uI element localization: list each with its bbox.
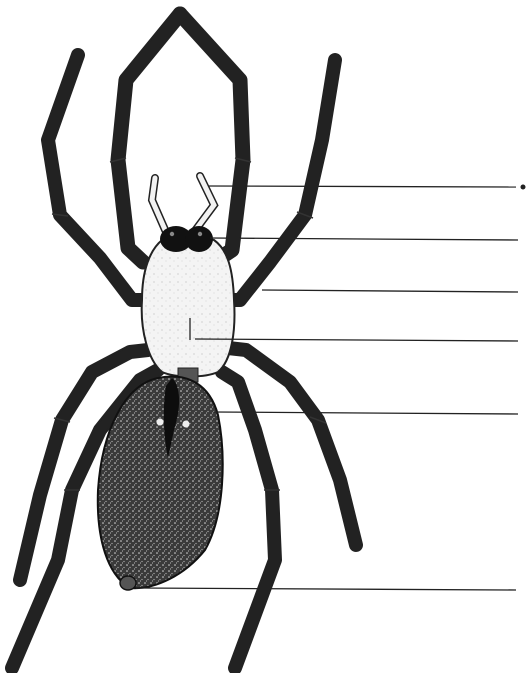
spinnerets	[120, 576, 136, 590]
fourth-right-leg	[222, 372, 275, 668]
cephalothorax	[142, 237, 235, 377]
abdomen-spot-right	[183, 421, 190, 428]
abdomen-spot-left	[157, 419, 164, 426]
leader-line-leg	[262, 290, 518, 292]
second-left-leg	[48, 55, 148, 300]
front-right-leg	[180, 14, 243, 260]
leader-line-cephalothorax	[195, 339, 518, 341]
leader-line-pedipalp	[208, 186, 516, 187]
pedipalps	[152, 176, 214, 232]
leader-line-abdomen	[214, 412, 518, 414]
leader-line-pedipalp-end-mark	[521, 185, 526, 190]
third-right-leg	[228, 348, 356, 545]
front-left-leg	[118, 14, 180, 262]
leader-line-chelicerae	[210, 238, 518, 240]
chelicerae	[160, 226, 213, 252]
leader-line-spinnerets	[136, 588, 516, 590]
